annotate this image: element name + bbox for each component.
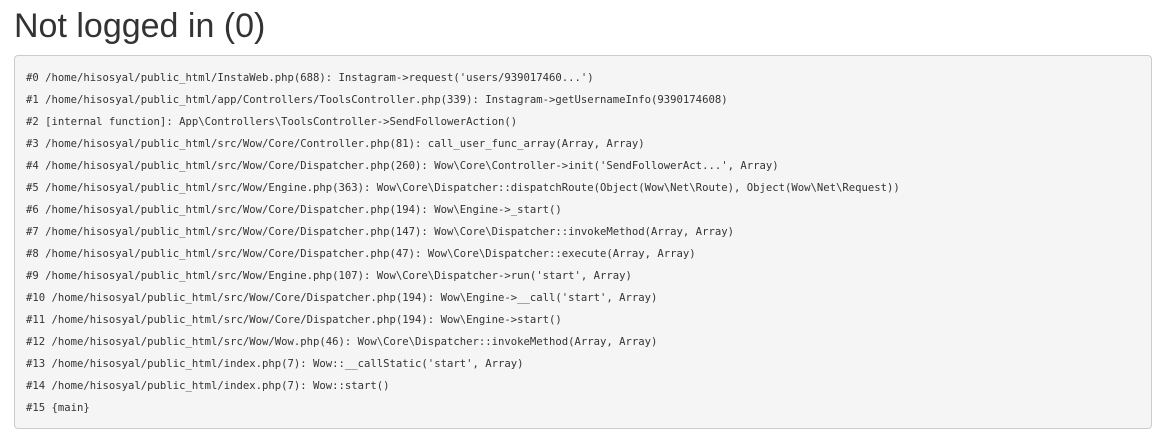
stack-trace-line: #7 /home/hisosyal/public_html/src/Wow/Co… <box>26 226 734 238</box>
stack-trace-line: #11 /home/hisosyal/public_html/src/Wow/C… <box>26 314 562 326</box>
stack-trace-list: #0 /home/hisosyal/public_html/InstaWeb.p… <box>26 67 1151 419</box>
stack-trace-line: #10 /home/hisosyal/public_html/src/Wow/C… <box>26 292 658 304</box>
stack-trace-line: #2 [internal function]: App\Controllers\… <box>26 116 518 128</box>
stack-trace-line: #15 {main} <box>26 402 90 414</box>
stack-trace-line: #12 /home/hisosyal/public_html/src/Wow/W… <box>26 336 658 348</box>
stack-trace-line: #3 /home/hisosyal/public_html/src/Wow/Co… <box>26 138 645 150</box>
stack-trace-line: #1 /home/hisosyal/public_html/app/Contro… <box>26 94 728 106</box>
stack-trace-line: #4 /home/hisosyal/public_html/src/Wow/Co… <box>26 160 779 172</box>
stack-trace-line: #14 /home/hisosyal/public_html/index.php… <box>26 380 390 392</box>
stack-trace-box: #0 /home/hisosyal/public_html/InstaWeb.p… <box>14 55 1152 429</box>
stack-trace-line: #6 /home/hisosyal/public_html/src/Wow/Co… <box>26 204 562 216</box>
page-title: Not logged in (0) <box>14 7 266 45</box>
stack-trace-line: #8 /home/hisosyal/public_html/src/Wow/Co… <box>26 248 696 260</box>
stack-trace-line: #9 /home/hisosyal/public_html/src/Wow/En… <box>26 270 632 282</box>
stack-trace-line: #0 /home/hisosyal/public_html/InstaWeb.p… <box>26 72 594 84</box>
stack-trace-line: #5 /home/hisosyal/public_html/src/Wow/En… <box>26 182 900 194</box>
stack-trace-line: #13 /home/hisosyal/public_html/index.php… <box>26 358 524 370</box>
